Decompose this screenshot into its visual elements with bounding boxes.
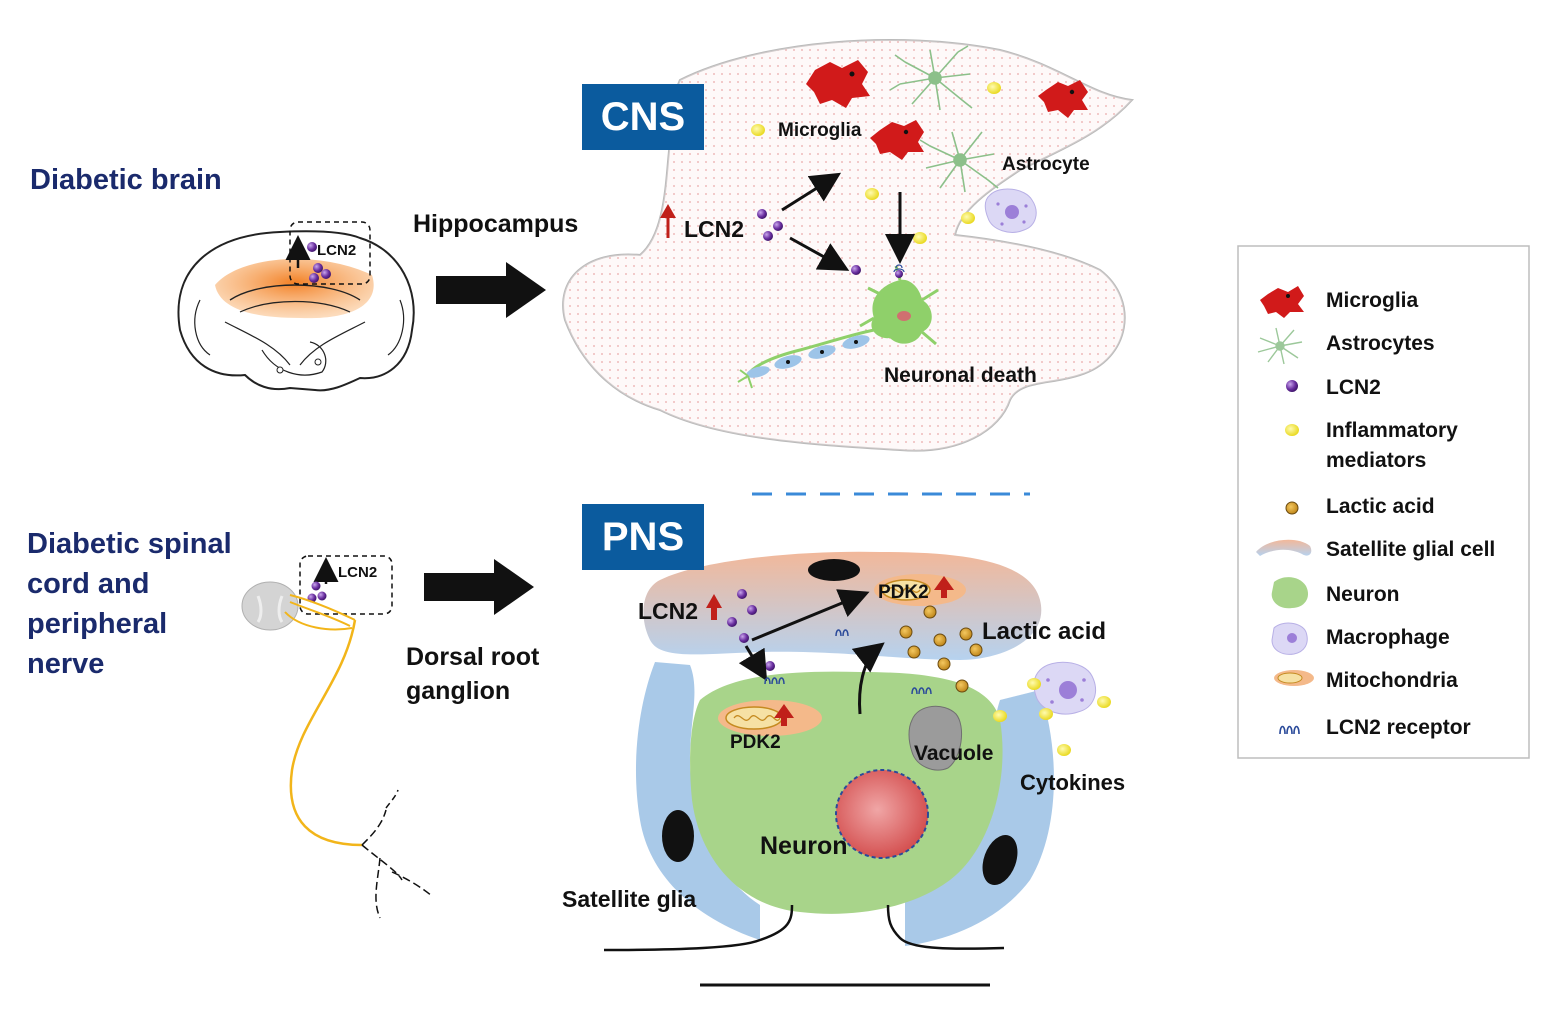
brain-slice-illustration [177,221,415,392]
spinal-cord-illustration [241,555,433,919]
spinal-title-line: nerve [27,648,105,680]
pns-pdk2-top-label: PDK2 [878,582,929,603]
lactic-acid-icon [1285,501,1299,515]
cns-lcn2-cluster [660,172,915,275]
microglia-icon [1260,286,1304,318]
astrocyte-icon [889,45,973,111]
inflammatory-mediators [751,82,1001,244]
hippocampus-label: Hippocampus [413,210,579,238]
pns-cytokines-label: Cytokines [1020,770,1126,795]
macrophage-icon [1033,661,1096,715]
spinal-title-line: Diabetic spinal [27,528,232,560]
spinal-title-line: peripheral [27,608,168,640]
arrow-to-cns [436,262,546,318]
legend-label: Mitochondria [1326,669,1458,692]
legend-label: Astrocytes [1326,332,1435,355]
brain-title: Diabetic brain [30,164,222,196]
legend-label: Neuron [1326,583,1400,606]
astrocyte-icon [919,131,999,193]
legend-label: Microglia [1326,289,1419,312]
drg-label-line: Dorsal root [406,643,540,671]
spinal-title: Diabetic spinal cord and peripheral nerv… [27,524,232,684]
legend-label: LCN2 receptor [1326,716,1471,739]
legend: Microglia Astrocytes LCN2 Inflammatory m… [1238,246,1529,758]
legend-label: Inflammatory [1326,419,1458,442]
astrocyte-icon [1257,327,1303,365]
cns-lcn2-label: LCN2 [684,216,745,242]
pns-satellite-glia-label: Satellite glia [562,886,697,912]
mitochondria-icon [1274,670,1314,686]
legend-label: LCN2 [1326,376,1381,399]
drg-label: Dorsal root ganglion [406,640,539,708]
microglia-icon [870,120,924,160]
microglia-icon [806,60,870,108]
lcn2-receptor-icon [1279,725,1300,735]
legend-label: Lactic acid [1326,495,1435,518]
brain-lcn2-label: LCN2 [317,242,357,259]
cns-neuronal-death-label: Neuronal death [884,364,1037,387]
drg-label-line: ganglion [406,677,511,705]
spinal-lcn2-label: LCN2 [338,564,378,581]
pns-neuron-label: Neuron [760,832,848,860]
pns-lcn2-cluster [706,589,932,715]
pns-vacuole-label: Vacuole [914,742,994,765]
pns-region [603,551,1054,987]
satellite-glial-icon [1256,539,1312,556]
lactic-acid-dots [899,605,983,693]
legend-label: mediators [1326,449,1427,472]
pns-lactic-acid-label: Lactic acid [982,618,1107,645]
arrow-to-pns [424,559,534,615]
cns-neuron [737,264,939,389]
mediator-icon [1285,424,1299,436]
cns-microglia-label: Microglia [778,120,862,141]
macrophage-icon [1271,622,1308,655]
lcn2-dot-icon [1286,380,1298,392]
cytokine-dots [993,678,1111,756]
macrophage-icon [984,188,1037,233]
spinal-title-line: cord and [27,568,150,600]
pns-box-label: PNS [582,504,704,570]
pns-lcn2-label: LCN2 [638,598,699,624]
cns-astrocyte-label: Astrocyte [1002,154,1090,175]
neuron-icon [1271,577,1309,609]
legend-label: Macrophage [1326,626,1450,649]
pns-pdk2-inner-label: PDK2 [730,732,781,753]
cns-box-label: CNS [582,84,704,150]
legend-label: Satellite glial cell [1326,538,1496,561]
microglia-icon [1038,80,1088,118]
